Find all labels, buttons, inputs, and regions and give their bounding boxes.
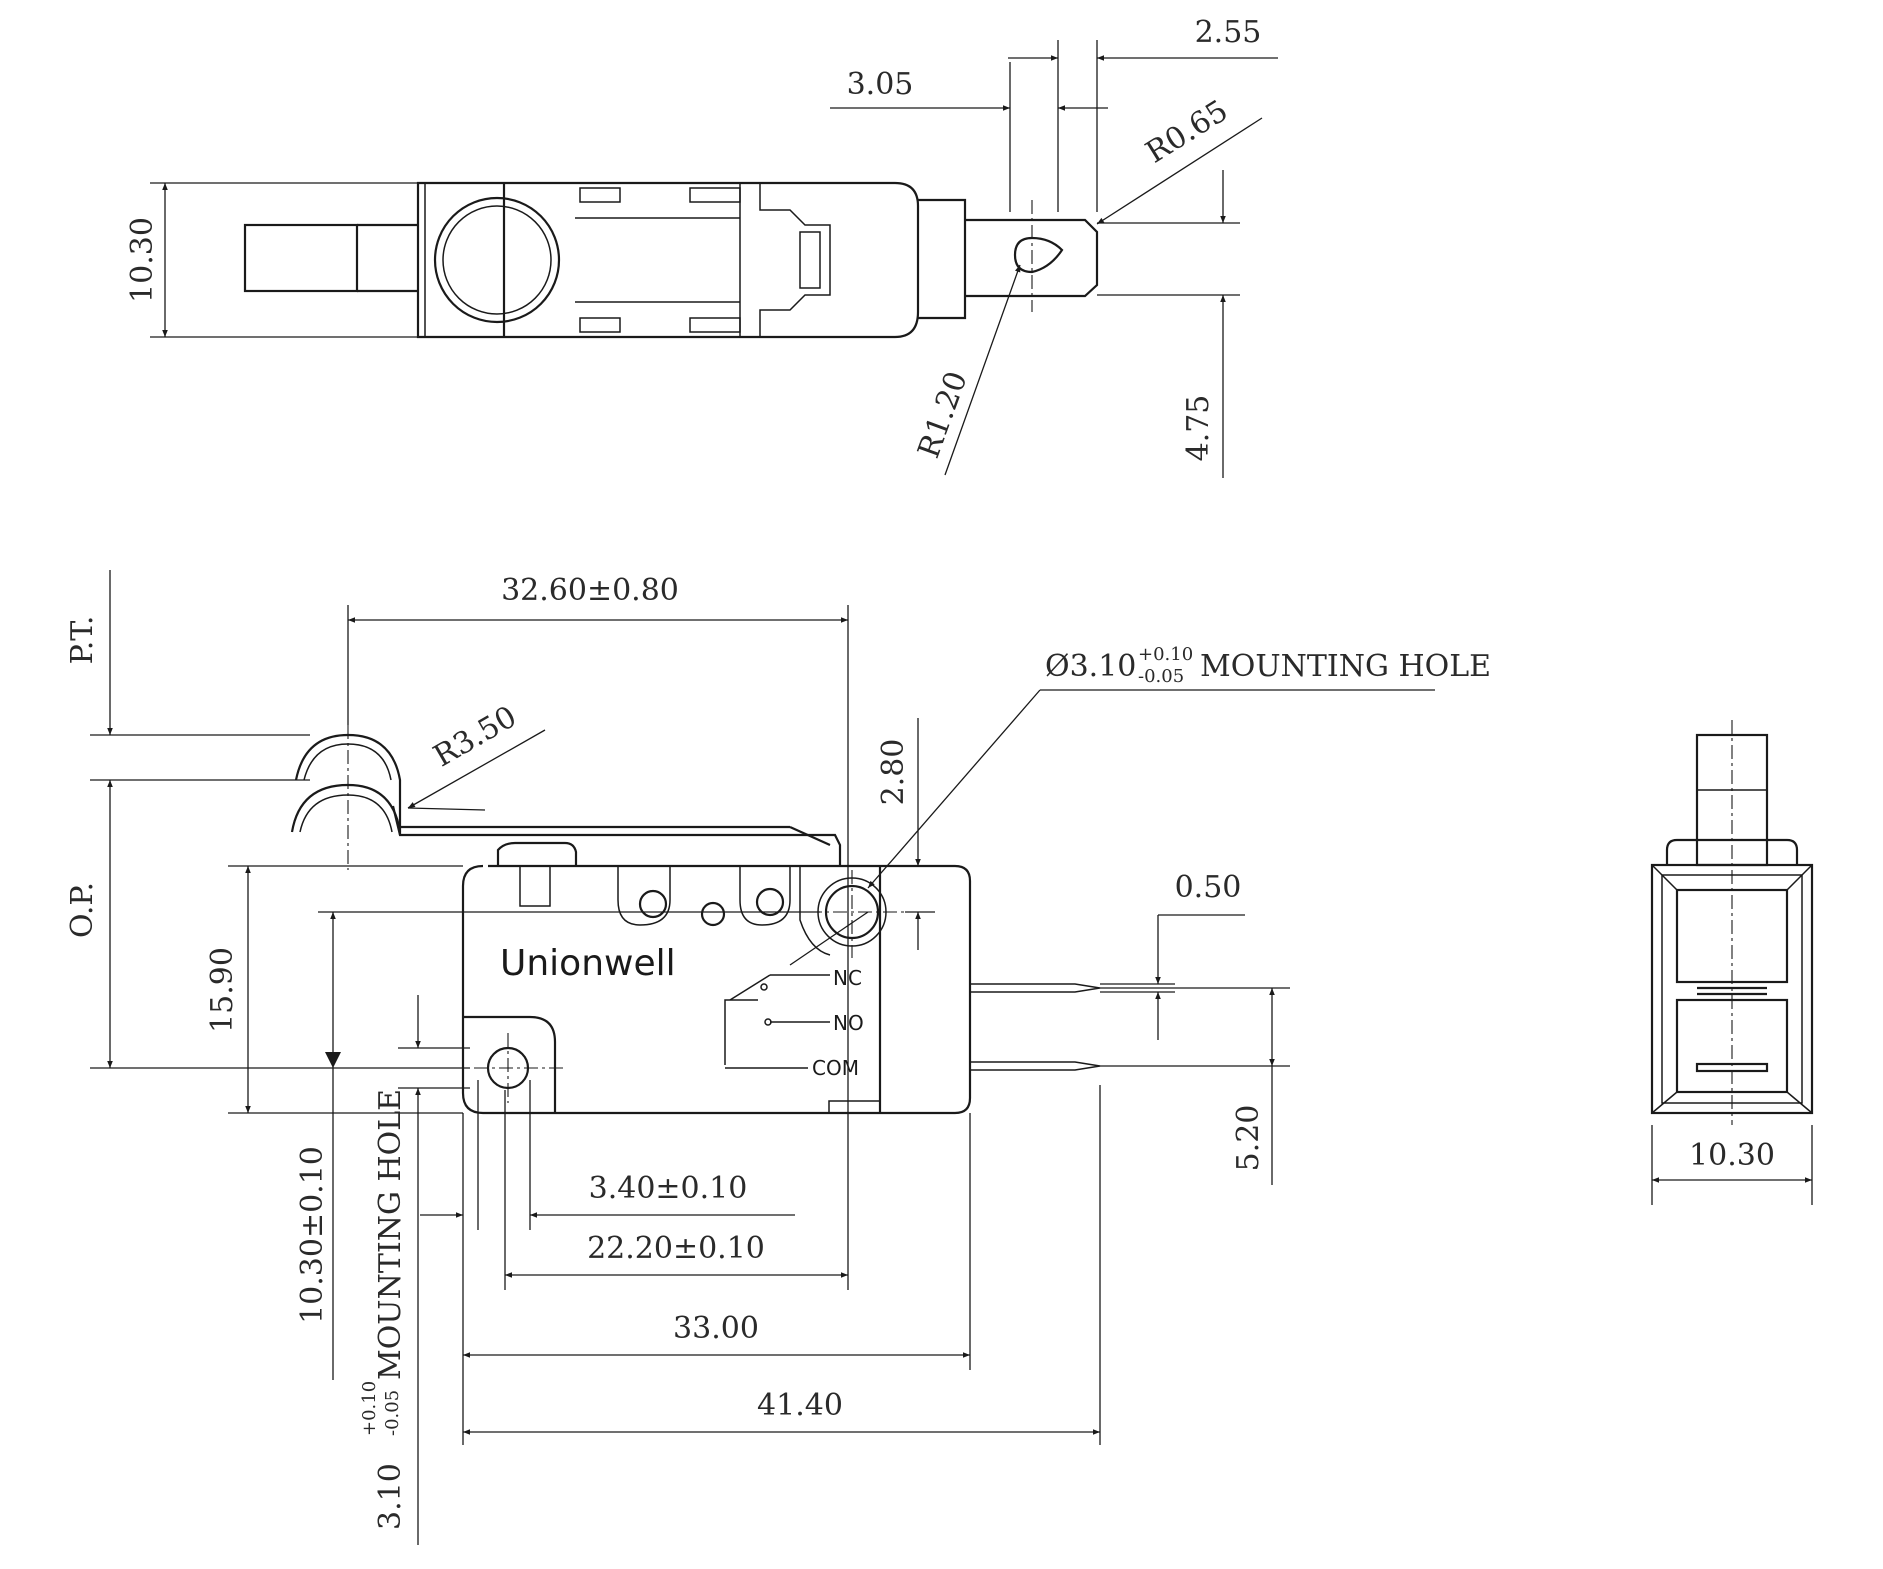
brand-label: Unionwell xyxy=(500,943,676,984)
dim-top-tip-radius: R0.65 xyxy=(1140,93,1234,170)
dim-operating-position: O.P. xyxy=(65,882,100,938)
callout-aux-hole-tol-upper: +0.10 xyxy=(359,1381,380,1436)
dim-overall-lever: 32.60±0.80 xyxy=(501,573,679,608)
dim-terminal-thickness: 0.50 xyxy=(1175,870,1242,905)
dim-top-gap-a: 3.05 xyxy=(847,67,914,102)
dim-top-height: 10.30 xyxy=(125,217,160,303)
dim-pretravel: P.T. xyxy=(65,616,100,665)
dim-hole-edge: 3.40±0.10 xyxy=(589,1171,748,1206)
callout-hole-diameter: Ø3.10 xyxy=(1045,649,1136,684)
callout-hole-tol-upper: +0.10 xyxy=(1138,644,1193,665)
callout-hole-label: MOUNTING HOLE xyxy=(1200,649,1491,684)
front-view: Unionwell NC NO COM 32.60±0.80 Ø3.10 +0.… xyxy=(65,570,1491,1545)
dim-body-height: 15.90 xyxy=(205,947,240,1033)
callout-hole-tol-lower: -0.05 xyxy=(1138,666,1184,687)
dim-top-hole-radius: R1.20 xyxy=(911,367,974,463)
dim-overall-length: 41.40 xyxy=(757,1388,843,1423)
dim-top-tab-offset: 4.75 xyxy=(1181,395,1216,462)
callout-mounting-hole-aux: 3.10 +0.10 -0.05 MOUNTING HOLE xyxy=(359,1089,408,1530)
callout-aux-hole-label: MOUNTING HOLE xyxy=(373,1089,408,1380)
side-view: 10.30 xyxy=(1650,720,1814,1205)
dim-hole-spacing-horizontal: 22.20±0.10 xyxy=(587,1231,765,1266)
dim-hole-spacing-vertical: 10.30±0.10 xyxy=(295,1146,330,1324)
dim-hole-top-offset: 2.80 xyxy=(876,739,911,806)
callout-aux-hole-diameter: 3.10 xyxy=(373,1463,408,1530)
callout-mounting-hole-main: Ø3.10 +0.10 -0.05 MOUNTING HOLE xyxy=(1045,644,1491,687)
dim-terminal-pitch: 5.20 xyxy=(1231,1105,1266,1172)
dim-top-gap-b: 2.55 xyxy=(1195,15,1262,50)
callout-aux-hole-tol-lower: -0.05 xyxy=(382,1390,403,1436)
dim-side-width: 10.30 xyxy=(1689,1138,1775,1173)
dim-lever-radius: R3.50 xyxy=(428,699,523,774)
top-view: 10.30 3.05 2.55 R0.65 R1.20 4.75 xyxy=(125,15,1278,478)
terminal-com-label: COM xyxy=(812,1056,859,1080)
dim-body-length: 33.00 xyxy=(673,1311,759,1346)
